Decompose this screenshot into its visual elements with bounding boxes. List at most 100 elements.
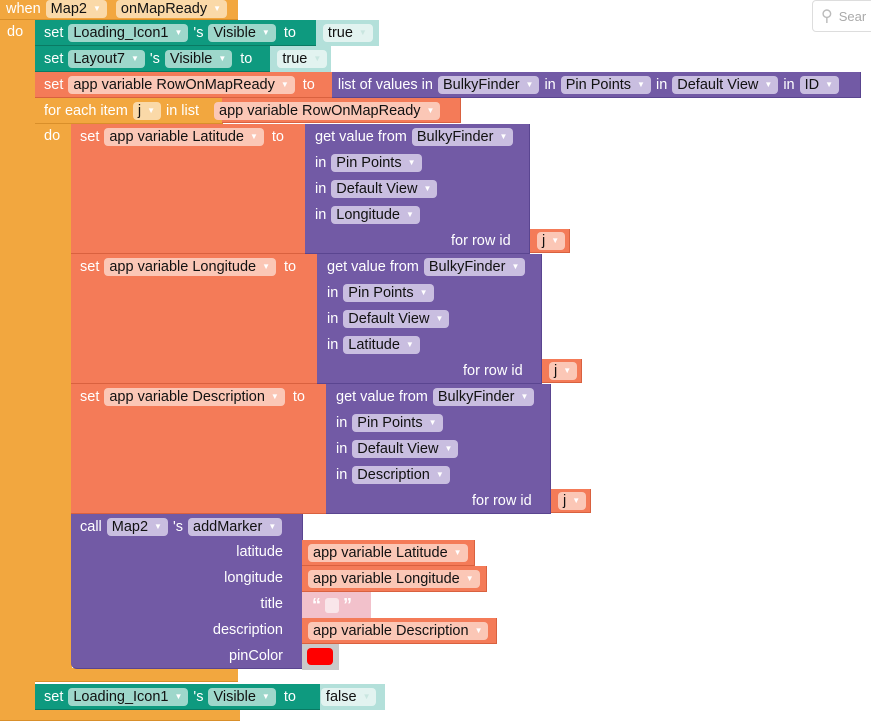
search-box[interactable]: ⚲ Sear [812,0,871,32]
column-dropdown[interactable]: Latitude▼ [343,335,420,354]
variable-dropdown[interactable]: app variable Longitude▼ [308,569,480,588]
when-label: when [6,0,41,17]
variable-dropdown[interactable]: app variable Description▼ [308,621,489,640]
table-dropdown[interactable]: Pin Points▼ [560,75,651,94]
in-label: in [336,466,348,483]
source-dropdown[interactable]: BulkyFinder▼ [432,387,535,406]
row-id-dropdown[interactable]: j▼ [537,231,566,250]
add-marker-block[interactable] [71,514,303,669]
view-dropdown[interactable]: Default View▼ [331,179,438,198]
property-dropdown[interactable]: Visible▼ [208,23,276,42]
marker-component-dropdown[interactable]: Map2▼ [106,517,168,536]
get-value-label: get value from [315,128,407,145]
property-dropdown[interactable]: Visible▼ [164,49,233,68]
for-each-block-header[interactable] [35,98,223,124]
close-quote-icon: ” [343,594,352,615]
for-row-id-label: for row id [463,363,523,379]
loop-do-label: do [44,128,61,144]
property-dropdown[interactable]: Visible▼ [208,687,276,706]
variable-dropdown[interactable]: app variable RowOnMapReady▼ [68,75,295,94]
source-dropdown[interactable]: BulkyFinder▼ [423,257,526,276]
column-dropdown[interactable]: Longitude▼ [331,205,420,224]
get-value-label: get value from [327,258,419,275]
table-dropdown[interactable]: Pin Points▼ [352,413,443,432]
variable-dropdown[interactable]: app variable Longitude▼ [104,257,276,276]
event-block-spine [0,20,35,720]
variable-dropdown[interactable]: app variable Description▼ [104,387,285,406]
set-label: set [44,24,64,41]
set-label: set [44,76,64,93]
column-dropdown[interactable]: ID▼ [799,75,840,94]
set-label: set [80,128,100,145]
row-id-dropdown[interactable]: j▼ [549,361,578,380]
possessive-label: 's [193,24,204,41]
in-label: in [336,440,348,457]
boolean-dropdown[interactable]: true▼ [322,23,373,42]
row-id-dropdown[interactable]: j▼ [558,491,587,510]
table-dropdown[interactable]: Pin Points▼ [343,283,434,302]
to-label: to [240,50,253,67]
event-block-footer [0,708,240,721]
for-row-id-label: for row id [472,493,532,509]
empty-text-block[interactable]: “ ” [302,592,371,618]
pin-color-swatch[interactable] [307,648,333,665]
list-of-values-label: list of values in [337,76,433,93]
latitude-arg-label: latitude [236,544,283,560]
in-label: in [327,284,339,301]
component-dropdown[interactable]: Layout7▼ [68,49,145,68]
text-input[interactable] [325,597,339,613]
for-row-id-label: for row id [451,233,511,249]
search-placeholder: Sear [838,8,867,24]
boolean-dropdown[interactable]: false▼ [320,687,377,706]
title-arg-label: title [260,596,283,612]
possessive-label: 's [193,688,204,705]
source-dropdown[interactable]: BulkyFinder▼ [437,75,540,94]
set-label: set [80,388,100,405]
longitude-arg-label: longitude [224,570,283,586]
method-dropdown[interactable]: addMarker▼ [188,517,283,536]
set-lon-block[interactable] [71,254,318,384]
event-name-dropdown[interactable]: onMapReady▼ [115,0,228,18]
to-label: to [292,388,305,405]
in-label: in [315,180,327,197]
view-dropdown[interactable]: Default View▼ [672,75,779,94]
variable-dropdown[interactable]: app variable Latitude▼ [104,127,264,146]
column-dropdown[interactable]: Description▼ [352,465,450,484]
in-label: in [783,76,795,93]
to-label: to [271,128,284,145]
possessive-label: 's [149,50,160,67]
pincolor-arg-label: pinColor [229,648,283,664]
in-label: in [655,76,668,93]
view-dropdown[interactable]: Default View▼ [343,309,450,328]
call-label: call [80,518,102,535]
in-list-label: in list [165,102,200,119]
table-dropdown[interactable]: Pin Points▼ [331,153,422,172]
boolean-dropdown[interactable]: true▼ [277,49,328,68]
for-each-block-spine [35,124,72,680]
search-icon: ⚲ [821,8,833,25]
in-label: in [544,76,556,93]
in-label: in [315,154,327,171]
component-dropdown[interactable]: Loading_Icon1▼ [68,23,189,42]
in-label: in [327,310,339,327]
source-dropdown[interactable]: BulkyFinder▼ [411,127,514,146]
list-variable-dropdown[interactable]: app variable RowOnMapReady▼ [214,101,441,120]
variable-dropdown[interactable]: app variable Latitude▼ [308,543,468,562]
description-arg-label: description [212,622,283,638]
for-each-block-footer [35,668,238,682]
set-label: set [80,258,100,275]
in-label: in [315,206,327,223]
component-dropdown[interactable]: Loading_Icon1▼ [68,687,189,706]
for-each-label: for each item [44,102,128,119]
open-quote-icon: “ [312,594,321,615]
to-label: to [283,688,296,705]
set-label: set [44,50,64,67]
to-label: to [302,76,315,93]
loop-item-dropdown[interactable]: j▼ [132,101,161,120]
possessive-label: 's [172,518,183,535]
to-label: to [284,258,297,275]
view-dropdown[interactable]: Default View▼ [352,439,459,458]
to-label: to [283,24,296,41]
event-component-dropdown[interactable]: Map2▼ [45,0,107,18]
set-lat-block[interactable] [71,124,306,254]
